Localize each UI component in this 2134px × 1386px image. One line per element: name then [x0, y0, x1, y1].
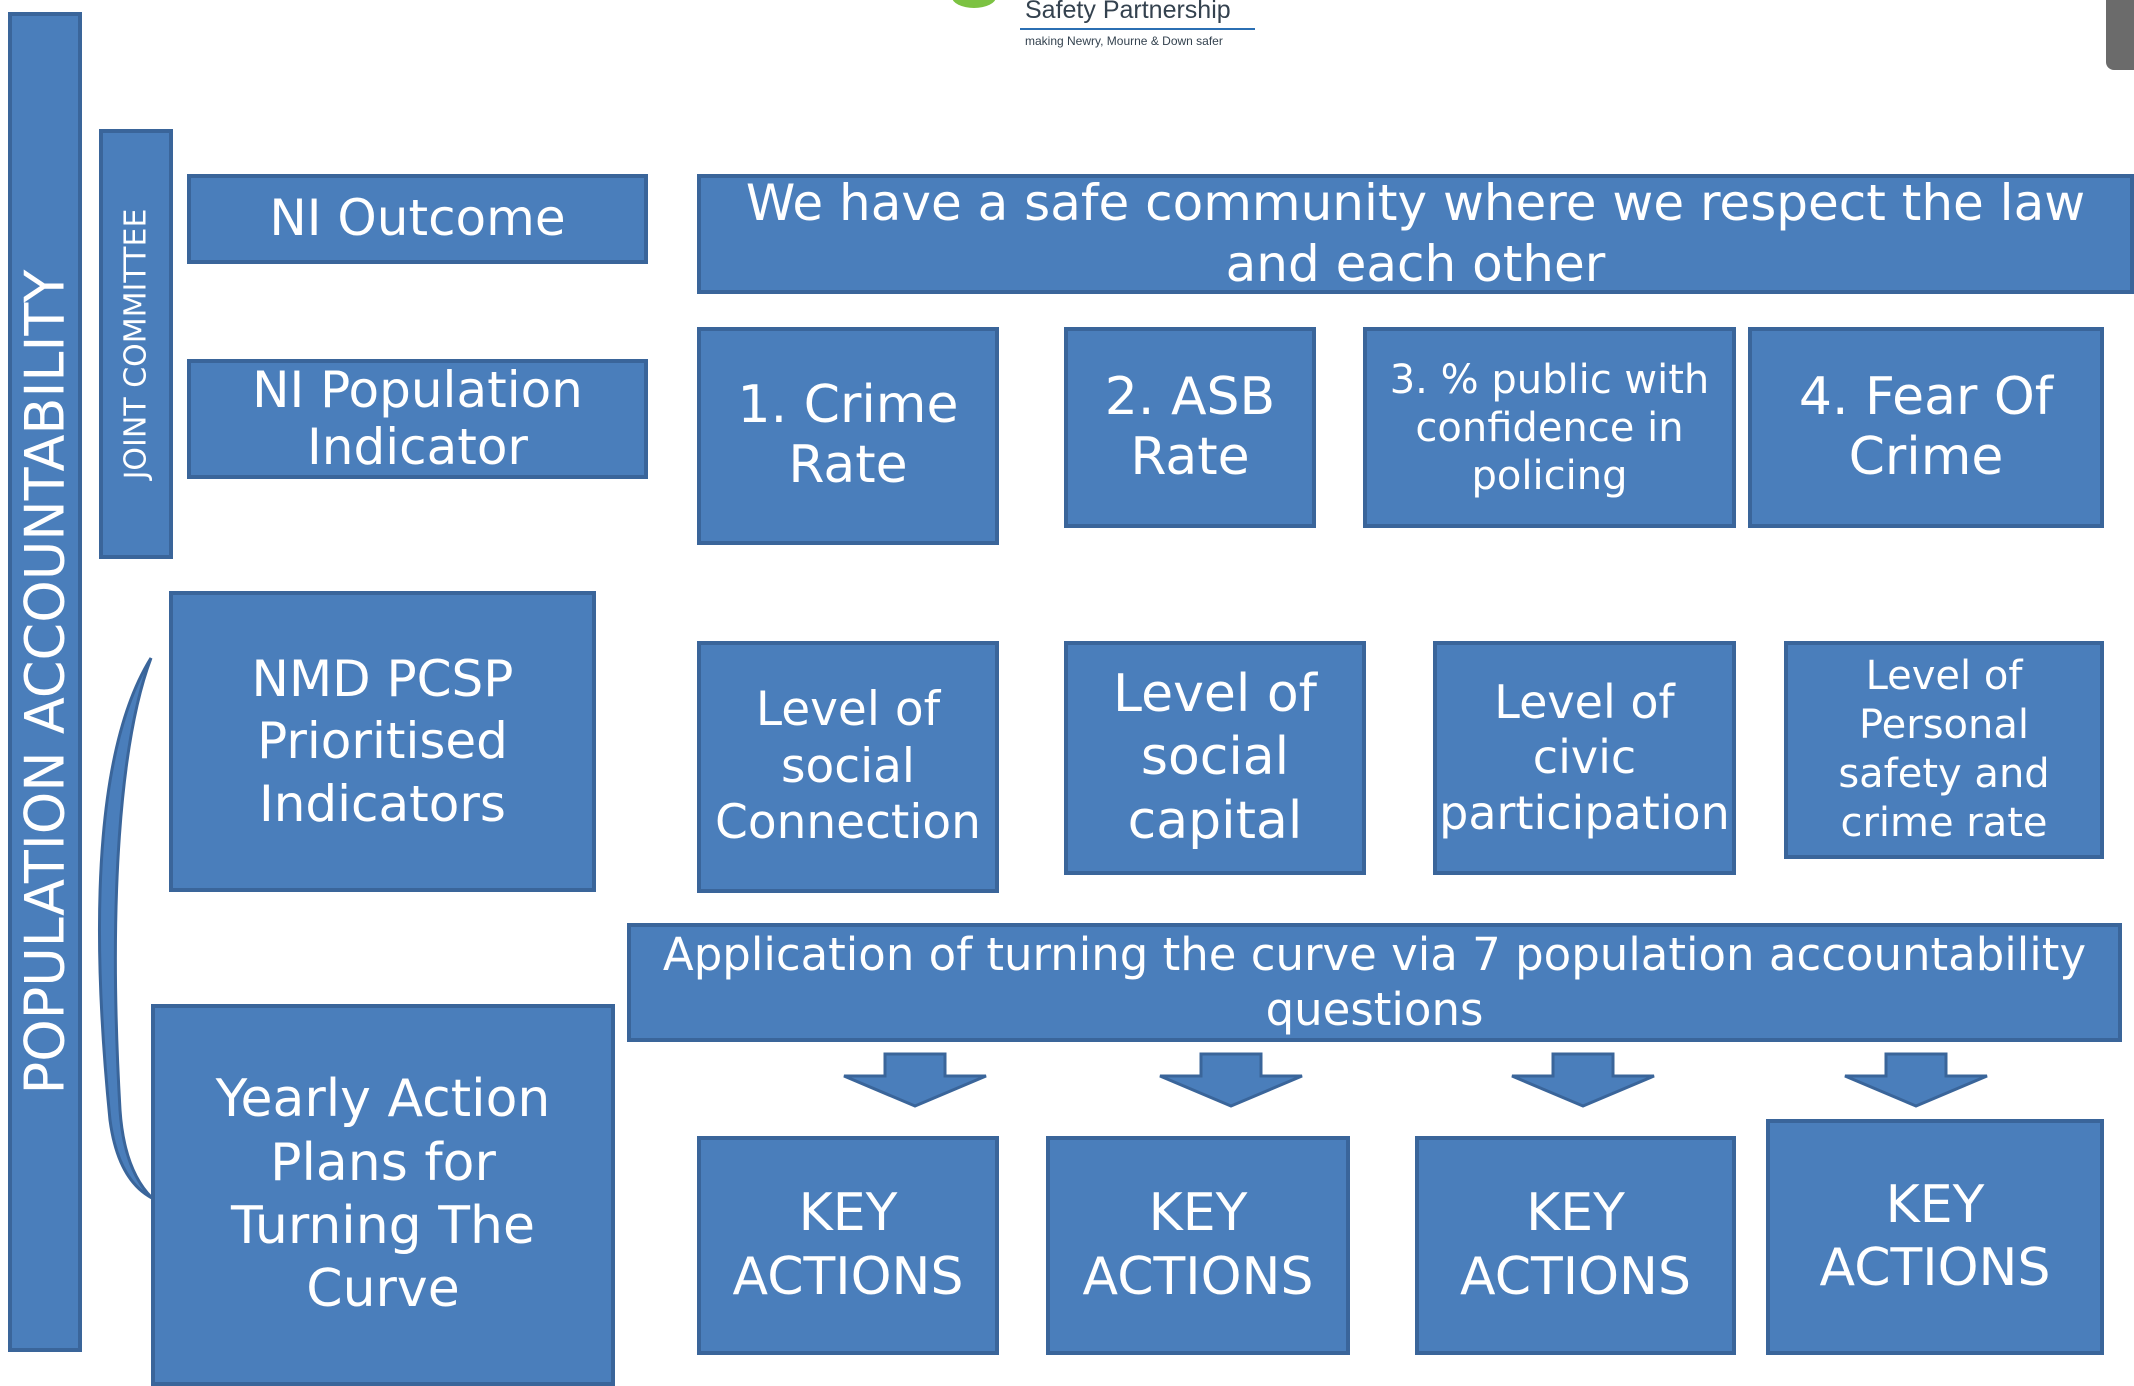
joint-committee-bar: JOINT COMMITTEE — [99, 129, 173, 559]
key-actions-box: KEY ACTIONS — [1415, 1136, 1736, 1355]
key-actions-box: KEY ACTIONS — [1766, 1119, 2104, 1355]
pcsp-civic-participation: Level of civic participation — [1433, 641, 1736, 875]
indicator-fear-of-crime: 4. Fear Of Crime — [1748, 327, 2104, 528]
key-actions-box: KEY ACTIONS — [697, 1136, 999, 1355]
pcsp-social-connection: Level of social Connection — [697, 641, 999, 893]
down-arrow-icon — [1159, 1052, 1303, 1108]
logo-underline — [1020, 28, 1255, 30]
logo-mark — [952, 0, 996, 8]
joint-committee-label: JOINT COMMITTEE — [118, 208, 154, 480]
down-arrow-icon — [1844, 1052, 1988, 1108]
pcsp-indicators-label: NMD PCSP Prioritised Indicators — [169, 591, 596, 892]
key-actions-box: KEY ACTIONS — [1046, 1136, 1350, 1355]
logo-name: Safety Partnership — [1025, 0, 1231, 24]
ni-population-indicator-label: NI Population Indicator — [187, 359, 648, 479]
ni-outcome-statement: We have a safe community where we respec… — [697, 174, 2134, 294]
action-plans-label: Yearly Action Plans for Turning The Curv… — [151, 1004, 615, 1386]
population-accountability-bar: POPULATION ACCOUNTABILITY — [8, 12, 82, 1352]
population-accountability-label: POPULATION ACCOUNTABILITY — [13, 269, 77, 1095]
indicator-asb-rate: 2. ASB Rate — [1064, 327, 1316, 528]
indicator-confidence-in-policing: 3. % public with confidence in policing — [1363, 327, 1736, 528]
down-arrow-icon — [1511, 1052, 1655, 1108]
ni-outcome-label: NI Outcome — [187, 174, 648, 264]
turning-curve-statement: Application of turning the curve via 7 p… — [627, 923, 2122, 1042]
edge-tab — [2106, 0, 2134, 70]
indicator-crime-rate: 1. Crime Rate — [697, 327, 999, 545]
down-arrow-icon — [843, 1052, 987, 1108]
pcsp-social-capital: Level of social capital — [1064, 641, 1366, 875]
logo-tagline: making Newry, Mourne & Down safer — [1025, 34, 1223, 48]
pcsp-personal-safety: Level of Personal safety and crime rate — [1784, 641, 2104, 859]
